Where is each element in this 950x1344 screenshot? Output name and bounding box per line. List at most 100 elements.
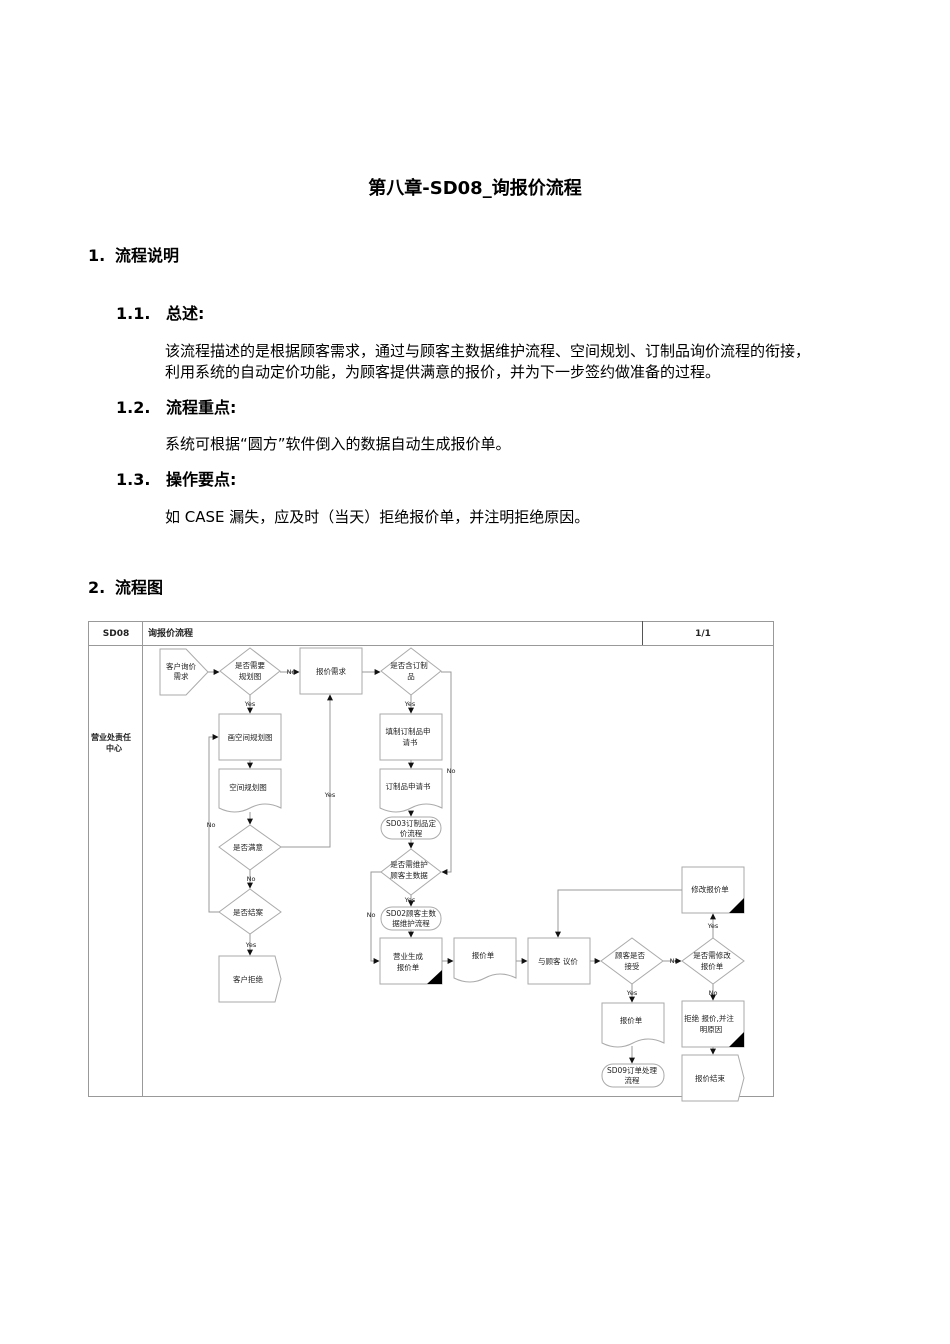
node-text: 是否满意 — [233, 842, 263, 852]
node-text: 客户询价 — [166, 661, 196, 671]
reject-quote-box — [681, 1000, 745, 1048]
flowchart-page: 1/1 — [695, 629, 711, 639]
yes-label: Yes — [404, 896, 416, 904]
node-text: 报价单 — [701, 961, 724, 971]
node-text: 报价单 — [620, 1015, 643, 1025]
paragraph-line: 该流程描述的是根据顾客需求，通过与顾客主数据维护流程、空间规划、订制品询价流程的… — [165, 342, 811, 360]
key-points-paragraph: 系统可根据“圆方”软件倒入的数据自动生成报价单。 — [165, 434, 865, 455]
section-2-heading: 2. 流程图 — [88, 574, 163, 598]
no-label: No — [287, 668, 296, 676]
paragraph-line: 系统可根据“圆方”软件倒入的数据自动生成报价单。 — [165, 435, 511, 453]
accepted-decision — [600, 937, 664, 985]
yes-label: Yes — [626, 989, 638, 997]
paragraph-line: 如 CASE 漏失，应及时（当天）拒绝报价单，并注明拒绝原因。 — [165, 508, 590, 526]
section-title: 流程说明 — [115, 246, 180, 265]
yes-label: Yes — [244, 700, 256, 708]
node-text: 客户拒绝 — [233, 974, 263, 984]
no-label: No — [247, 875, 256, 883]
page-title: 第八章-SD08_询报价流程 — [368, 178, 582, 199]
yes-label: Yes — [404, 700, 416, 708]
system-mark-icon — [427, 970, 442, 984]
flowchart-code: SD08 — [103, 629, 129, 639]
node-text: 报价单 — [397, 962, 420, 972]
node-text: 是否结案 — [233, 907, 263, 917]
need-modify-decision — [681, 937, 745, 985]
node-text: 接受 — [625, 961, 640, 971]
node-text: 需求 — [174, 671, 189, 681]
section-title: 流程图 — [115, 578, 164, 597]
flowchart-frame — [88, 621, 774, 1097]
node-text: SD02顾客主数 — [386, 908, 437, 918]
subsection-title: 总述: — [166, 304, 205, 323]
section-number: 1. — [88, 246, 106, 265]
node-text: SD03订制品定 — [386, 818, 437, 828]
node-text: 价流程 — [400, 828, 423, 838]
node-text: 报价结束 — [695, 1073, 725, 1083]
customer-reject-shape — [218, 955, 282, 1003]
node-text: 顾客是否 — [615, 950, 645, 960]
subsection-number: 1.1. — [116, 304, 151, 323]
node-text: 据维护流程 — [392, 918, 430, 928]
generate-quote-box — [379, 937, 443, 985]
sd09-process-link[interactable] — [601, 1063, 665, 1088]
yes-label: Yes — [707, 922, 719, 930]
operation-points-paragraph: 如 CASE 漏失，应及时（当天）拒绝报价单，并注明拒绝原因。 — [165, 507, 865, 528]
quote-document — [453, 937, 517, 983]
node-text: 顾客主数据 — [390, 870, 428, 880]
node-text: 拒绝 报价,并注 — [684, 1013, 734, 1023]
subsection-1-2-heading: 1.2. 流程重点: — [116, 394, 236, 418]
quote-end-shape — [681, 1054, 745, 1102]
no-label: No — [367, 911, 376, 919]
no-label: No — [447, 767, 456, 775]
yes-label: Yes — [245, 941, 257, 949]
node-text: 请书 — [403, 737, 418, 747]
node-text: 填制订制品申 — [386, 726, 431, 736]
node-text: 报价需求 — [316, 666, 346, 676]
subsection-number: 1.2. — [116, 398, 151, 417]
node-text: 是否需要 — [235, 661, 265, 670]
space-plan-document — [218, 768, 282, 813]
system-mark-icon — [729, 898, 744, 913]
fill-custom-app-box — [379, 713, 443, 761]
lane-label: 中心 — [106, 743, 122, 753]
node-text: 明原因 — [700, 1025, 723, 1034]
node-text: 是否需修改 — [693, 950, 731, 960]
no-label: No — [670, 957, 679, 965]
flowchart-name: 询报价流程 — [148, 627, 193, 639]
negotiate-box — [527, 937, 591, 985]
node-text: 品 — [407, 672, 415, 681]
paragraph-line: 利用系统的自动定价功能，为顾客提供满意的报价，并为下一步签约做准备的过程。 — [165, 363, 721, 381]
quote-request-box — [299, 647, 363, 695]
flow-connectors — [208, 669, 716, 1064]
quote-document-2 — [601, 1002, 665, 1048]
draw-plan-box — [218, 713, 282, 761]
node-text: SD09订单处理 — [607, 1065, 658, 1075]
yes-label: Yes — [324, 791, 336, 799]
node-text: 规划图 — [239, 671, 262, 681]
subsection-1-1-heading: 1.1. 总述: — [116, 300, 204, 324]
node-text: 报价单 — [472, 950, 495, 960]
node-text: 画空间规划图 — [228, 732, 273, 742]
subsection-1-3-heading: 1.3. 操作要点: — [116, 466, 236, 490]
overview-paragraph: 该流程描述的是根据顾客需求，通过与顾客主数据维护流程、空间规划、订制品询价流程的… — [165, 341, 865, 383]
subsection-title: 流程重点: — [166, 398, 237, 417]
customer-inquiry-shape — [159, 648, 209, 696]
custom-app-document — [379, 768, 443, 813]
no-label: No — [207, 821, 216, 829]
subsection-number: 1.3. — [116, 470, 151, 489]
section-1-heading: 1. 流程说明 — [88, 242, 179, 266]
node-text: 与顾客 议价 — [538, 956, 578, 966]
no-label: No — [709, 989, 718, 997]
node-text: 是否需维护 — [390, 859, 428, 869]
node-text: 营业生成 — [393, 951, 423, 961]
section-number: 2. — [88, 578, 106, 597]
lane-label: 营业处责任 — [91, 732, 131, 742]
node-text: 修改报价单 — [691, 884, 729, 894]
system-mark-icon — [729, 1032, 744, 1047]
node-text: 流程 — [625, 1075, 640, 1085]
subsection-title: 操作要点: — [166, 470, 237, 489]
node-text: 是否含订制 — [390, 660, 428, 670]
node-text: 空间规划图 — [229, 782, 267, 792]
modify-quote-box — [681, 866, 745, 914]
